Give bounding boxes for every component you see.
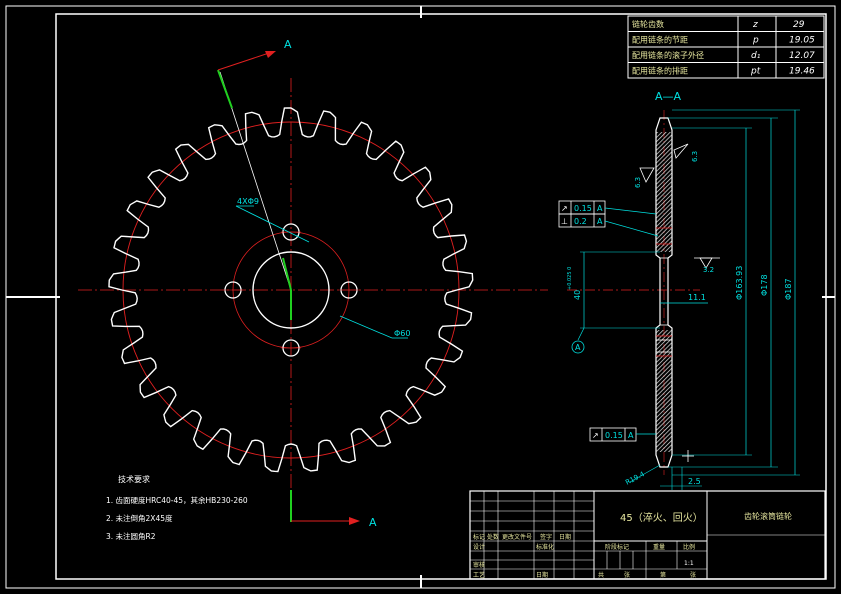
svg-text:第: 第 <box>660 571 666 579</box>
svg-text:处数: 处数 <box>487 533 499 541</box>
tolerance-frame-lower: ↗ 0.15 A <box>589 427 656 442</box>
note-3: 3. 未注圆角R2 <box>106 531 156 541</box>
sprocket-front-view: A A 4XΦ9 Φ60 <box>78 38 548 529</box>
param-name-3: 配用链条的排距 <box>632 66 688 76</box>
scale: 1:1 <box>684 560 694 567</box>
svg-text:⊥: ⊥ <box>561 217 568 226</box>
param-value-1: 19.05 <box>789 36 815 46</box>
dim-d1: Φ163.93 <box>735 266 744 300</box>
svg-text:标准化: 标准化 <box>536 543 554 551</box>
param-name-0: 链轮齿数 <box>632 19 664 29</box>
svg-text:工艺: 工艺 <box>473 571 485 579</box>
param-value-0: 29 <box>793 20 805 30</box>
param-symbol-2: d₁ <box>751 51 761 61</box>
param-value-3: 19.46 <box>789 67 815 77</box>
svg-text:0.15: 0.15 <box>574 204 592 213</box>
section-label-bottom: A <box>369 516 377 529</box>
svg-text:↗: ↗ <box>592 431 599 440</box>
param-table: 链轮齿数 z 29 配用链条的节距 p 19.05 配用链条的滚子外径 d₁ 1… <box>627 15 825 79</box>
section-arrow-bottom-head <box>349 517 360 525</box>
dim-chamfer: 2.5 <box>688 477 701 486</box>
tooth-profile <box>108 107 474 473</box>
svg-text:0.15: 0.15 <box>605 431 623 440</box>
hole-callout-leader <box>235 205 310 243</box>
svg-text:重量: 重量 <box>653 543 665 551</box>
roughness-right: 6.3 <box>691 151 699 162</box>
svg-text:日期: 日期 <box>559 533 571 541</box>
hub-bore <box>252 251 330 329</box>
svg-text:比例: 比例 <box>683 543 695 551</box>
hub-diameter: Φ60 <box>394 329 410 338</box>
svg-text:A: A <box>597 217 603 226</box>
section-hatch-lower <box>656 330 672 452</box>
section-line-green-top <box>217 69 233 109</box>
roughness-bore: 3.2 <box>703 266 714 274</box>
note-1: 1. 齿面硬度HRC40-45，其余HB230-260 <box>106 495 248 505</box>
dim-bore: 40 <box>573 290 582 300</box>
svg-text:设计: 设计 <box>473 543 485 551</box>
param-symbol-0: z <box>752 20 758 30</box>
section-line-upper <box>219 71 292 291</box>
svg-text:0.2: 0.2 <box>574 217 587 226</box>
svg-text:审核: 审核 <box>473 561 485 569</box>
svg-text:A: A <box>597 204 603 213</box>
part-name: 齿轮滚筒链轮 <box>744 511 792 521</box>
param-name-1: 配用链条的节距 <box>632 35 688 45</box>
svg-text:标记: 标记 <box>473 533 485 541</box>
tolerance-frame-upper: ↗ 0.15 A ⊥ 0.2 A <box>558 200 659 237</box>
section-arrow-top-line <box>217 51 273 71</box>
param-symbol-1: p <box>752 36 759 46</box>
dim-bore-tol: +0.025 0 <box>567 267 573 290</box>
svg-text:更改文件号: 更改文件号 <box>502 533 532 541</box>
dim-d3: Φ187 <box>784 278 793 300</box>
material: 45（淬火、回火） <box>620 511 703 524</box>
dim-fillet: R19.4 <box>624 470 646 487</box>
dim-width: 11.1 <box>688 293 706 302</box>
svg-text:日期: 日期 <box>536 571 548 579</box>
title-block: 45（淬火、回火） 齿轮滚筒链轮 标记 处数 更改文件号 签字 日期 设计 标准… <box>469 490 826 580</box>
param-name-2: 配用链条的滚子外径 <box>632 50 704 60</box>
param-symbol-3: pt <box>750 67 761 77</box>
note-2: 2. 未注倒角2X45度 <box>106 513 173 523</box>
datum-a: A <box>575 343 581 352</box>
hub-diameter-leader <box>339 315 393 339</box>
notes-heading: 技术要求 <box>118 474 150 484</box>
section-view-title: A—A <box>655 90 682 103</box>
svg-text:签字: 签字 <box>540 533 552 541</box>
svg-text:共: 共 <box>598 571 604 579</box>
section-label-top: A <box>284 38 292 51</box>
svg-text:↗: ↗ <box>561 204 568 213</box>
param-value-2: 12.07 <box>789 51 815 61</box>
section-line-green-mid <box>282 257 292 291</box>
section-arrow-top-head <box>265 51 276 58</box>
svg-text:张: 张 <box>690 571 696 579</box>
roughness-left: 6.3 <box>634 177 642 188</box>
dim-d2: Φ178 <box>760 274 769 296</box>
datum-a-symbol <box>571 340 585 354</box>
svg-text:阶段标记: 阶段标记 <box>605 543 629 551</box>
svg-text:张: 张 <box>624 571 630 579</box>
svg-text:A: A <box>628 431 634 440</box>
drawing-frame <box>55 13 827 580</box>
section-hatch-upper <box>656 132 672 252</box>
technical-notes: 技术要求 1. 齿面硬度HRC40-45，其余HB230-260 2. 未注倒角… <box>106 474 248 541</box>
hole-callout: 4XΦ9 <box>237 197 259 206</box>
section-view: A—A Φ163.93 Φ178 Φ187 <box>558 90 800 490</box>
